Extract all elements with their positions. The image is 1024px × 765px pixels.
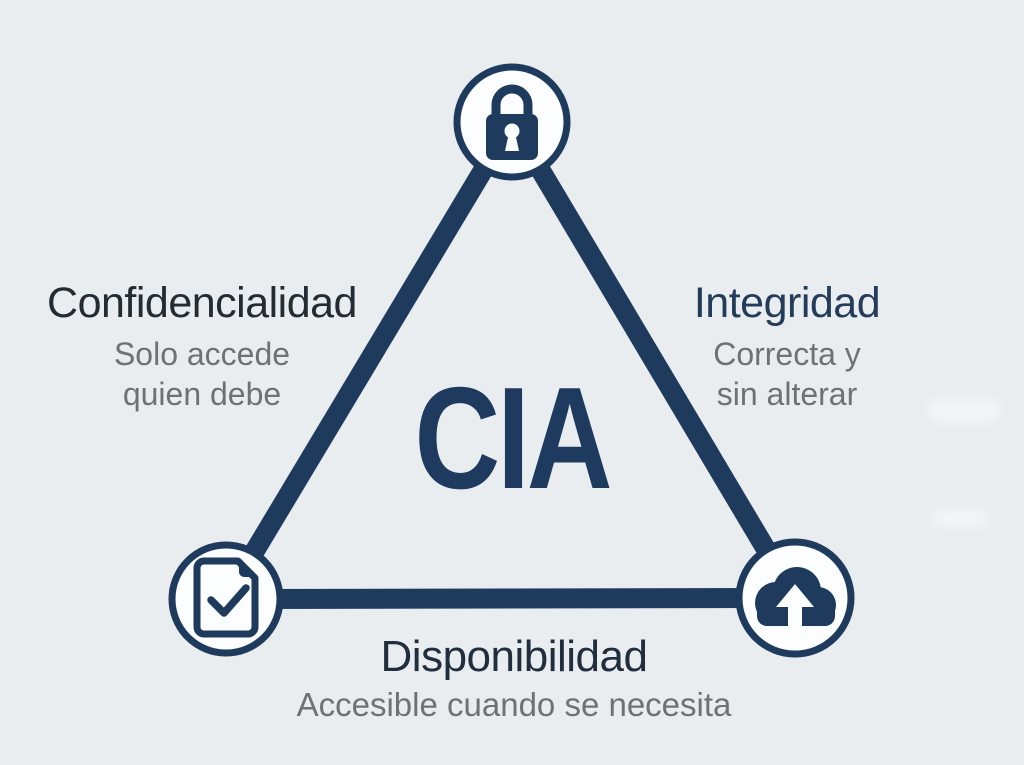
edge-bottom xyxy=(225,588,796,609)
confidentiality-label-block: Confidencialidad Solo accede quien debe xyxy=(18,280,386,414)
background-highlight xyxy=(932,510,990,526)
confidentiality-title: Confidencialidad xyxy=(47,279,357,327)
edge-left xyxy=(217,116,521,605)
center-acronym-wrap: CIA xyxy=(0,366,1024,511)
availability-title: Disponibilidad xyxy=(380,632,648,681)
triangle-edges xyxy=(217,116,804,609)
background-highlight xyxy=(928,400,1000,422)
document-check-icon xyxy=(193,557,259,638)
confidentiality-description-line1: Solo accede xyxy=(113,336,291,372)
availability-label-block: Disponibilidad Accesible cuando se neces… xyxy=(262,633,766,724)
integrity-description-line2: sin alterar xyxy=(716,376,858,412)
integrity-description-line1: Correcta y xyxy=(713,336,861,372)
integrity-title: Integridad xyxy=(693,279,881,327)
center-acronym: CIA xyxy=(414,357,613,519)
confidentiality-description-line2: quien debe xyxy=(122,376,282,412)
edge-right xyxy=(503,116,804,604)
lock-icon xyxy=(486,84,538,160)
integrity-label-block: Integridad Correcta y sin alterar xyxy=(632,280,942,414)
availability-description-line1: Accesible cuando se necesita xyxy=(296,686,732,723)
cloud-upload-icon xyxy=(755,567,836,626)
